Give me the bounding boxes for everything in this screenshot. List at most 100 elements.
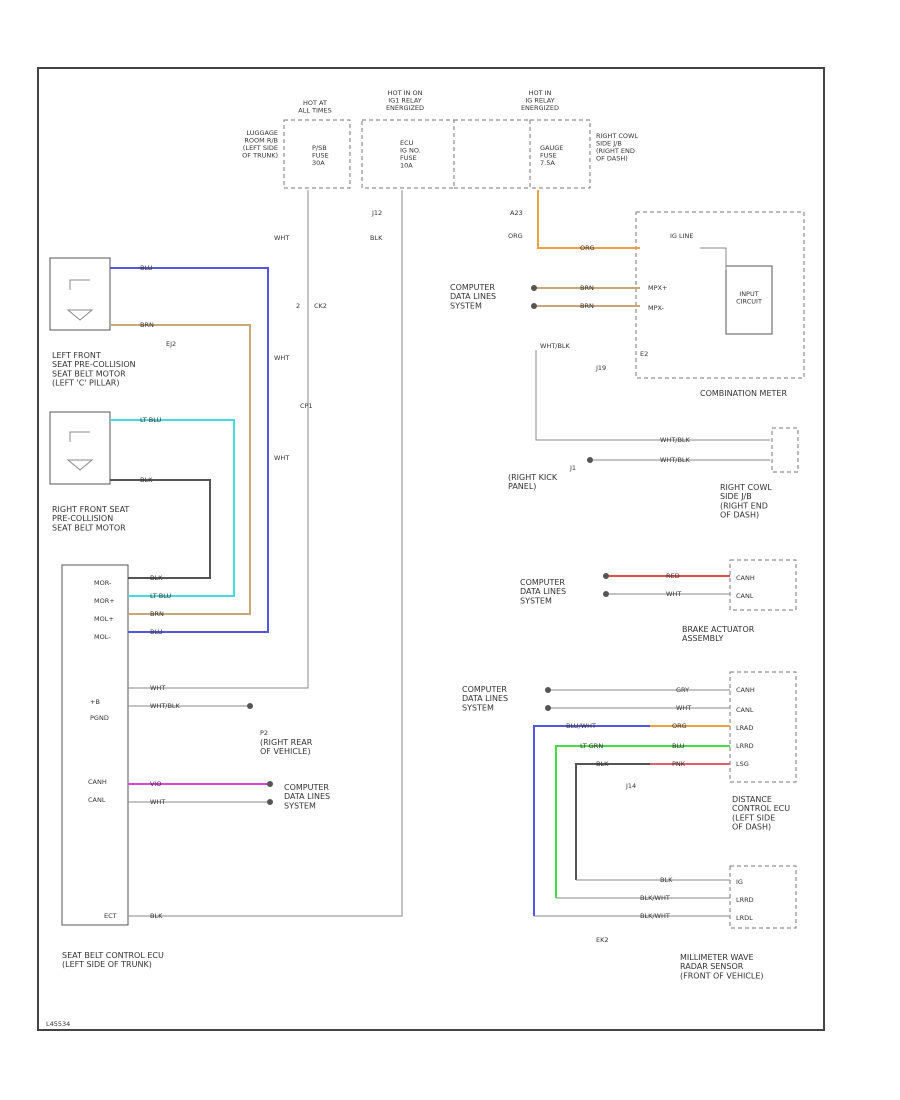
text-line: DATA LINES — [450, 292, 496, 301]
text-line: BRAKE ACTUATOR — [682, 625, 755, 634]
luggage-rb-fuse-box — [283, 119, 351, 189]
text-line: SEAT BELT CONTROL ECU — [62, 951, 164, 960]
ecu-pin-ect: ECT — [104, 912, 117, 920]
text-line: 10A — [400, 161, 413, 169]
distance-ecu-group: CANH CANL LRAD LRRD LSG GRY WHT BLU/WHT … — [462, 671, 797, 916]
wire-bluwht-dist — [533, 725, 730, 916]
wire-brn-left — [110, 324, 251, 615]
brake-actuator-box — [729, 559, 797, 611]
label-wht-dist: WHT — [676, 704, 691, 712]
junction-dot-red — [603, 573, 609, 579]
text-line: SEAT BELT MOTOR — [52, 523, 126, 532]
text-line: 7.5A — [540, 159, 555, 167]
text-line: ROOM R/B — [244, 136, 278, 144]
text-line: (FRONT OF VEHICLE) — [680, 971, 764, 980]
seat-belt-ecu-box — [61, 564, 129, 926]
label-vio: VIO — [150, 780, 161, 788]
wire-meter-inner — [700, 247, 727, 270]
text-line: (LEFT 'C' PILLAR) — [52, 379, 119, 388]
text-line: ENERGIZED — [521, 104, 559, 112]
text-line: COMPUTER — [520, 578, 565, 587]
ig1-fuse-box — [361, 119, 455, 189]
label-whtblk-e2: WHT/BLK — [540, 342, 571, 350]
label-org-dist: ORG — [672, 722, 687, 730]
text-line: DATA LINES — [520, 587, 566, 596]
label-brn-mpx2: BRN — [580, 302, 594, 310]
junction-dot-vio — [267, 781, 273, 787]
text-line: COMPUTER — [450, 283, 495, 292]
text-line: OF DASH) — [732, 823, 771, 832]
diagram-frame — [37, 67, 825, 1031]
junction-dot-wht-brake — [603, 591, 609, 597]
wire-blk-ect — [128, 190, 403, 917]
ecu-pin-mol2: MOL- — [94, 633, 111, 641]
text-line: SYSTEM — [450, 301, 482, 310]
junction-dot-gry — [545, 687, 551, 693]
ecu-pin-mor2: MOR+ — [94, 597, 115, 605]
text-line: HOT IN — [529, 89, 552, 97]
wire-wht-ig — [128, 190, 309, 689]
label-wht-1: WHT — [150, 684, 165, 692]
ecu-pin-canh: CANH — [88, 778, 107, 786]
left-wire-group: BLU BRN LT BLU BLK BLK LT BLU BRN BLU WH… — [110, 190, 403, 920]
ecu-pin-mol: MOL+ — [94, 615, 114, 623]
text-line: FUSE — [312, 151, 329, 159]
text-line: CIRCUIT — [736, 297, 762, 305]
mpx1-label: MPX+ — [648, 284, 667, 292]
text-line: HOT IN ON — [388, 89, 423, 97]
text-line: (LEFT SIDE — [732, 813, 775, 822]
wire-ltblu-left — [110, 419, 235, 597]
label-blu-1: BLU — [140, 264, 153, 272]
radar-ig: IG — [736, 878, 743, 886]
ecu-pin-pgnd: PGND — [90, 714, 109, 722]
conn-c2: 2 — [296, 302, 300, 310]
text-line: (RIGHT KICK — [508, 473, 558, 482]
label-bluwht-1: BLU/WHT — [566, 722, 596, 730]
label-blkwht-radar1: BLK/WHT — [640, 894, 670, 902]
seat-belt-ecu-group: SEAT BELT CONTROL ECU(LEFT SIDE OF TRUNK… — [61, 564, 164, 969]
text-line: RADAR SENSOR — [680, 962, 744, 971]
conn-p2: P2 — [260, 729, 268, 737]
text-line: GAUGE — [540, 144, 563, 152]
ground-dot-p2 — [247, 703, 253, 709]
text-line: PRE-COLLISION — [52, 514, 113, 523]
label-wht-low: WHT — [274, 454, 289, 462]
wire-org-gauge — [537, 190, 640, 249]
label-blk-1: BLK — [140, 476, 153, 484]
label-blu-dist: BLU — [672, 742, 685, 750]
left-motor-symbol-top — [69, 279, 90, 290]
ig-line-label: IG LINE — [670, 232, 694, 240]
conn-j19: J19 — [595, 364, 606, 372]
label-blk-top: BLK — [370, 234, 383, 242]
label-wht-2: WHT — [150, 798, 165, 806]
conn-j1: J1 — [569, 464, 576, 472]
junction-dot-wht — [267, 799, 273, 805]
text-line: MILLIMETER WAVE — [680, 953, 754, 962]
label-blk-radar: BLK — [660, 876, 673, 884]
left-motor-box — [49, 257, 111, 331]
conn-cp1: CP1 — [300, 402, 313, 410]
label-blk-3: BLK — [150, 912, 163, 920]
text-line: 30A — [312, 159, 325, 167]
radar-lrrd: LRRD — [736, 896, 754, 904]
text-line: SEAT BELT MOTOR — [52, 369, 126, 378]
wire-whtblk-e2 — [535, 350, 770, 441]
text-line: RIGHT COWL — [596, 132, 638, 140]
text-line: LUGGAGE — [246, 129, 278, 137]
gauge-fuse-box — [529, 119, 591, 189]
label-gry: GRY — [676, 686, 689, 694]
